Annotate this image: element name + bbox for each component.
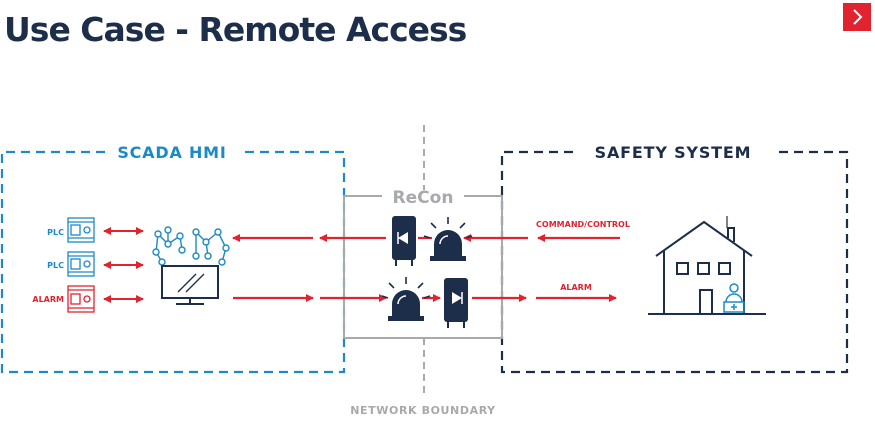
diode-unit-icon <box>392 216 416 266</box>
device-plc-1: PLC <box>47 217 95 243</box>
page-title: Use Case - Remote Access <box>4 10 467 49</box>
hmi-monitor-icon <box>152 226 230 305</box>
device-alarm: ALARM <box>32 285 95 313</box>
recon-box: ReCon <box>343 188 503 339</box>
chevron-right-icon <box>853 9 863 25</box>
beacon-icon <box>423 217 473 261</box>
network-boundary-label: NETWORK BOUNDARY <box>350 404 496 417</box>
scada-hmi-zone: SCADA HMI <box>0 143 346 374</box>
operator-icon <box>723 283 745 313</box>
house-icon <box>648 216 766 315</box>
alarm-device-icon <box>67 285 95 313</box>
alarm-flow-label: ALARM <box>560 283 592 292</box>
scada-hmi-label: SCADA HMI <box>117 143 226 162</box>
plc-icon <box>67 251 95 277</box>
device-plc-1-label: PLC <box>47 228 64 237</box>
safety-system-zone: SAFETY SYSTEM <box>500 143 849 374</box>
next-slide-button[interactable] <box>843 3 871 31</box>
plc-icon <box>67 217 95 243</box>
device-plc-2: PLC <box>47 251 95 277</box>
device-alarm-label: ALARM <box>32 295 64 304</box>
device-plc-2-label: PLC <box>47 261 64 270</box>
command-control-label: COMMAND/CONTROL <box>536 220 630 229</box>
recon-label: ReCon <box>393 188 454 208</box>
safety-system-label: SAFETY SYSTEM <box>595 143 752 162</box>
diode-unit-icon <box>444 278 468 328</box>
beacon-icon <box>381 277 431 321</box>
